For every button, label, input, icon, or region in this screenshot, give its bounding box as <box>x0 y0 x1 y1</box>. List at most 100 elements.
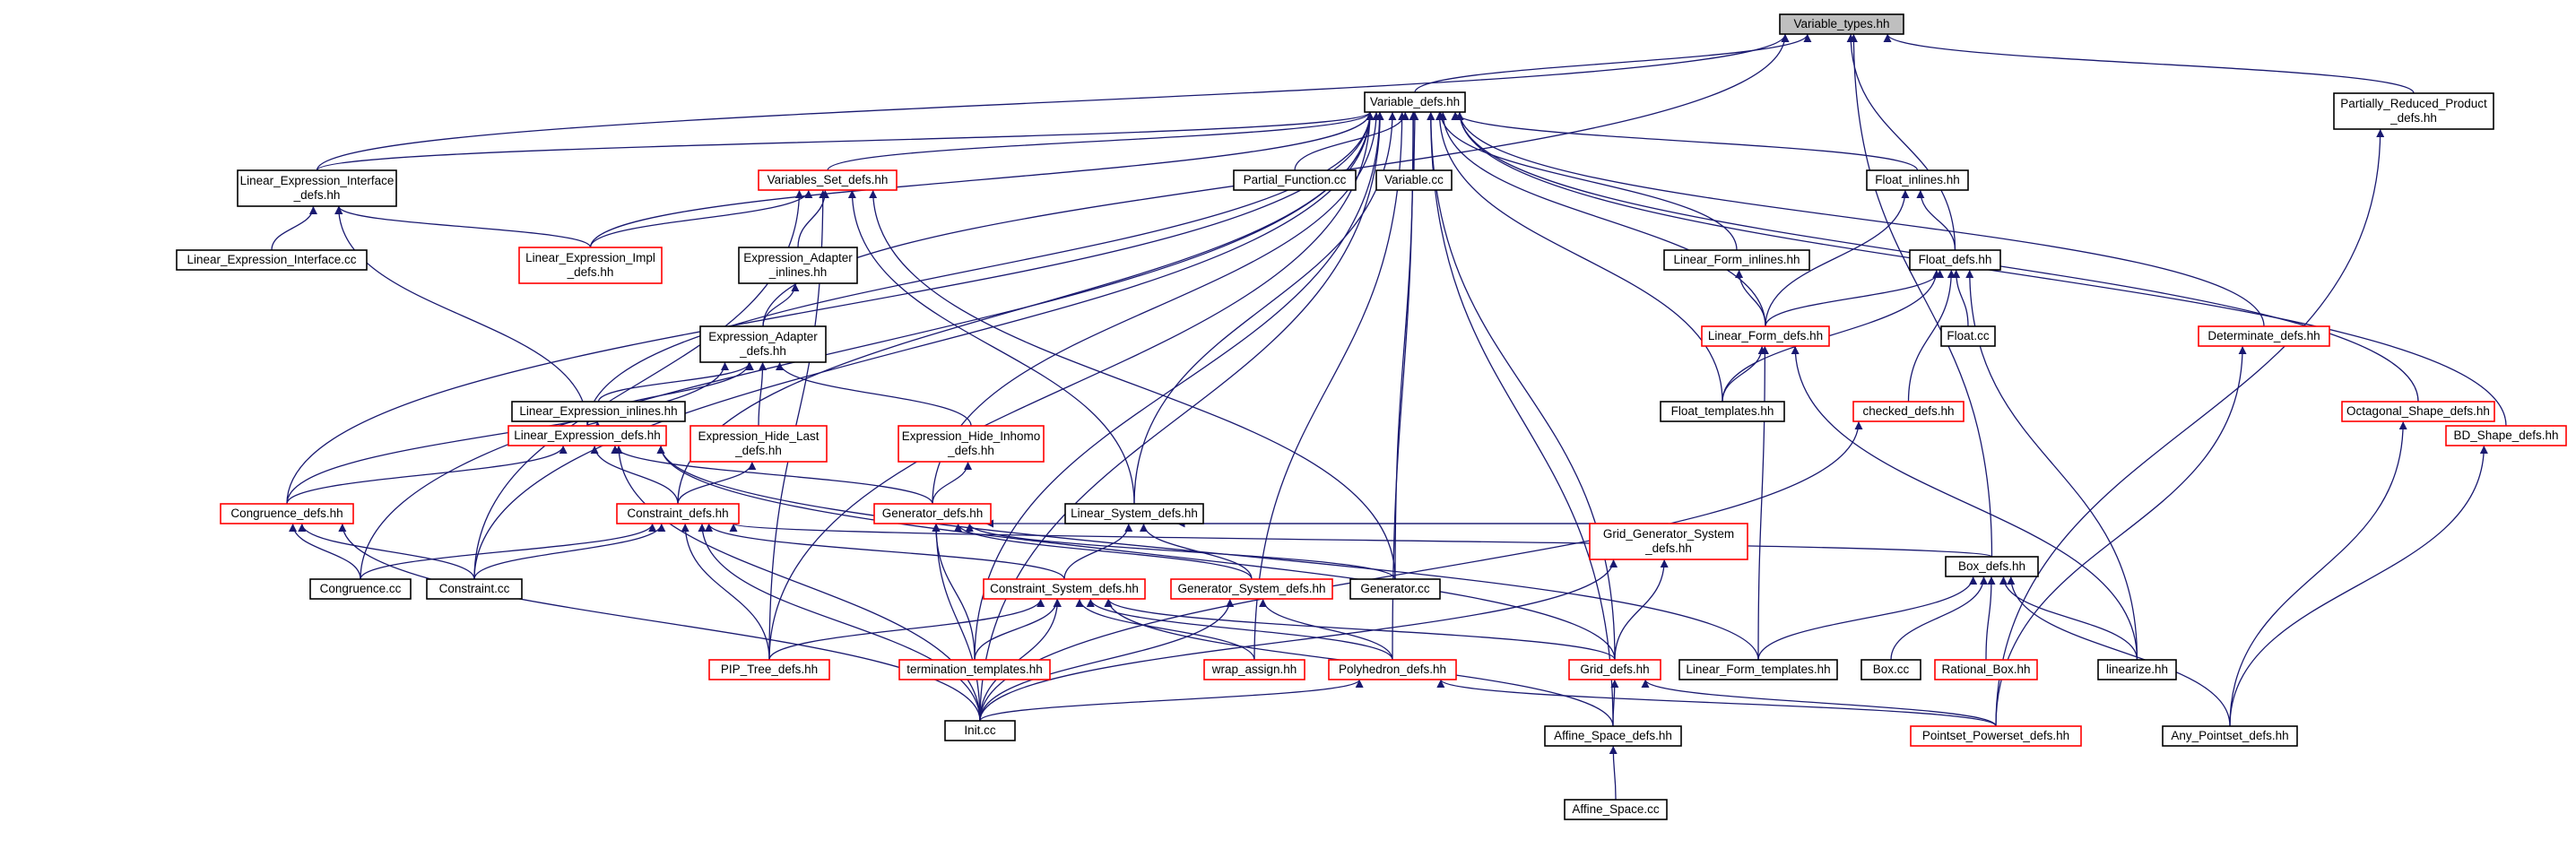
node-box[interactable] <box>1663 249 1810 271</box>
node-variables-set-defs[interactable]: Variables_Set_defs.hh <box>758 169 898 191</box>
node-generator-system-defs[interactable]: Generator_System_defs.hh <box>1170 578 1333 600</box>
node-box[interactable] <box>237 169 397 207</box>
node-box[interactable] <box>2198 325 2330 347</box>
node-bd-shape-defs[interactable]: BD_Shape_defs.hh <box>2445 425 2567 446</box>
node-linear-form-inlines[interactable]: Linear_Form_inlines.hh <box>1663 249 1810 271</box>
node-box-cc[interactable]: Box.cc <box>1860 659 1921 680</box>
node-partially-reduced-product[interactable]: Partially_Reduced_Product_defs.hh <box>2333 92 2494 130</box>
node-grid-defs[interactable]: Grid_defs.hh <box>1568 659 1661 680</box>
node-octagonal-shape-defs[interactable]: Octagonal_Shape_defs.hh <box>2341 401 2495 422</box>
node-box[interactable] <box>983 578 1146 600</box>
node-congruence-defs[interactable]: Congruence_defs.hh <box>220 503 354 524</box>
node-float-defs[interactable]: Float_defs.hh <box>1909 249 2001 271</box>
node-expression-hide-inhomo[interactable]: Expression_Hide_Inhomo_defs.hh <box>898 425 1045 463</box>
node-box[interactable] <box>507 425 667 446</box>
node-box[interactable] <box>898 659 1051 680</box>
node-linear-form-defs[interactable]: Linear_Form_defs.hh <box>1701 325 1830 347</box>
node-polyhedron-defs[interactable]: Polyhedron_defs.hh <box>1328 659 1457 680</box>
node-congruence-cc[interactable]: Congruence.cc <box>309 578 412 600</box>
node-box[interactable] <box>2162 725 2298 747</box>
node-box[interactable] <box>1910 725 2082 747</box>
node-box[interactable] <box>2097 659 2177 680</box>
node-box[interactable] <box>1170 578 1333 600</box>
node-constraint-system-defs[interactable]: Constraint_System_defs.hh <box>983 578 1146 600</box>
node-linear-expression-impl[interactable]: Linear_Expression_Impl_defs.hh <box>518 247 663 284</box>
node-box[interactable] <box>518 247 663 284</box>
node-any-pointset-defs[interactable]: Any_Pointset_defs.hh <box>2162 725 2298 747</box>
node-box[interactable] <box>1779 13 1904 35</box>
node-box[interactable] <box>690 425 828 463</box>
node-wrap-assign[interactable]: wrap_assign.hh <box>1203 659 1305 680</box>
node-box[interactable] <box>1064 503 1204 524</box>
node-expression-adapter-inlines[interactable]: Expression_Adapter_inlines.hh <box>738 247 858 284</box>
node-box[interactable] <box>309 578 412 600</box>
node-box[interactable] <box>1701 325 1830 347</box>
node-expression-hide-last[interactable]: Expression_Hide_Last_defs.hh <box>690 425 828 463</box>
node-box[interactable] <box>1660 401 1785 422</box>
node-box[interactable] <box>616 503 740 524</box>
node-variable-defs[interactable]: Variable_defs.hh <box>1364 91 1466 113</box>
node-determinate-defs[interactable]: Determinate_defs.hh <box>2198 325 2330 347</box>
node-checked-defs[interactable]: checked_defs.hh <box>1852 401 1965 422</box>
node-box[interactable] <box>1934 659 2038 680</box>
node-box[interactable] <box>699 325 827 363</box>
node-linear-expression-defs[interactable]: Linear_Expression_defs.hh <box>507 425 667 446</box>
node-box[interactable] <box>898 425 1045 463</box>
node-box[interactable] <box>426 578 523 600</box>
node-box[interactable] <box>2333 92 2494 130</box>
node-box[interactable] <box>1364 91 1466 113</box>
node-termination-templates[interactable]: termination_templates.hh <box>898 659 1051 680</box>
node-box[interactable] <box>1589 523 1748 560</box>
node-variable-cc[interactable]: Variable.cc <box>1375 169 1453 191</box>
node-init-cc[interactable]: Init.cc <box>944 720 1016 741</box>
node-linear-expression-interface-cc[interactable]: Linear_Expression_Interface.cc <box>176 249 368 271</box>
node-linear-expression-inlines[interactable]: Linear_Expression_inlines.hh <box>511 401 686 422</box>
node-box[interactable] <box>1909 249 2001 271</box>
node-box[interactable] <box>176 249 368 271</box>
node-linear-form-templates[interactable]: Linear_Form_templates.hh <box>1678 659 1838 680</box>
node-box[interactable] <box>944 720 1016 741</box>
node-box[interactable] <box>220 503 354 524</box>
node-generator-cc[interactable]: Generator.cc <box>1349 578 1441 600</box>
node-affine-space-defs[interactable]: Affine_Space_defs.hh <box>1544 725 1682 747</box>
node-box[interactable] <box>511 401 686 422</box>
node-box[interactable] <box>1349 578 1441 600</box>
node-box[interactable] <box>1678 659 1838 680</box>
node-box[interactable] <box>1940 325 1996 347</box>
node-box-defs[interactable]: Box_defs.hh <box>1945 556 2039 577</box>
node-variable-types[interactable]: Variable_types.hh <box>1779 13 1904 35</box>
node-box[interactable] <box>1945 556 2039 577</box>
node-box[interactable] <box>2341 401 2495 422</box>
node-box[interactable] <box>1203 659 1305 680</box>
node-box[interactable] <box>1852 401 1965 422</box>
node-float-templates[interactable]: Float_templates.hh <box>1660 401 1785 422</box>
node-box[interactable] <box>1544 725 1682 747</box>
node-float-inlines[interactable]: Float_inlines.hh <box>1866 169 1969 191</box>
node-box[interactable] <box>2445 425 2567 446</box>
node-float-cc[interactable]: Float.cc <box>1940 325 1996 347</box>
node-box[interactable] <box>1564 799 1668 820</box>
node-box[interactable] <box>1233 169 1357 191</box>
node-box[interactable] <box>758 169 898 191</box>
node-constraint-defs[interactable]: Constraint_defs.hh <box>616 503 740 524</box>
node-expression-adapter-defs[interactable]: Expression_Adapter_defs.hh <box>699 325 827 363</box>
node-box[interactable] <box>708 659 830 680</box>
node-box[interactable] <box>1860 659 1921 680</box>
node-grid-generator-system[interactable]: Grid_Generator_System_defs.hh <box>1589 523 1748 560</box>
node-box[interactable] <box>873 503 992 524</box>
node-constraint-cc[interactable]: Constraint.cc <box>426 578 523 600</box>
node-pointset-powerset-defs[interactable]: Pointset_Powerset_defs.hh <box>1910 725 2082 747</box>
node-box[interactable] <box>1568 659 1661 680</box>
node-box[interactable] <box>1375 169 1453 191</box>
node-linearize[interactable]: linearize.hh <box>2097 659 2177 680</box>
node-affine-space-cc[interactable]: Affine_Space.cc <box>1564 799 1668 820</box>
node-generator-defs[interactable]: Generator_defs.hh <box>873 503 992 524</box>
node-linear-system-defs[interactable]: Linear_System_defs.hh <box>1064 503 1204 524</box>
node-box[interactable] <box>1866 169 1969 191</box>
node-pip-tree-defs[interactable]: PIP_Tree_defs.hh <box>708 659 830 680</box>
node-box[interactable] <box>1328 659 1457 680</box>
node-linear-expression-interface[interactable]: Linear_Expression_Interface_defs.hh <box>237 169 397 207</box>
node-rational-box[interactable]: Rational_Box.hh <box>1934 659 2038 680</box>
node-partial-function[interactable]: Partial_Function.cc <box>1233 169 1357 191</box>
node-box[interactable] <box>738 247 858 284</box>
